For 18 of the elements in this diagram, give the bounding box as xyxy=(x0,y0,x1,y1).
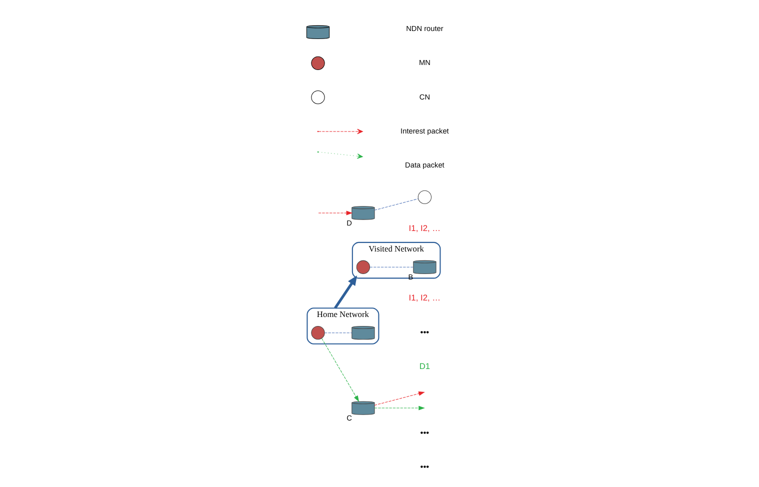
connector xyxy=(374,198,418,210)
connector xyxy=(370,266,414,267)
node-circle xyxy=(311,326,325,340)
arrow xyxy=(334,274,358,308)
label: D1 xyxy=(419,360,430,371)
label: ••• xyxy=(420,460,430,471)
arrow xyxy=(322,338,360,402)
arrow xyxy=(374,405,425,410)
node-circle xyxy=(356,260,370,274)
cluster: Home Network xyxy=(306,307,380,344)
connector xyxy=(324,332,352,333)
node-circle xyxy=(418,190,432,204)
arrow xyxy=(374,391,425,405)
label: ••• xyxy=(420,426,430,437)
label: I1, I2, … xyxy=(408,292,441,302)
arrow xyxy=(318,210,353,215)
label: I1, I2, … xyxy=(408,222,441,232)
label: ••• xyxy=(420,326,430,336)
